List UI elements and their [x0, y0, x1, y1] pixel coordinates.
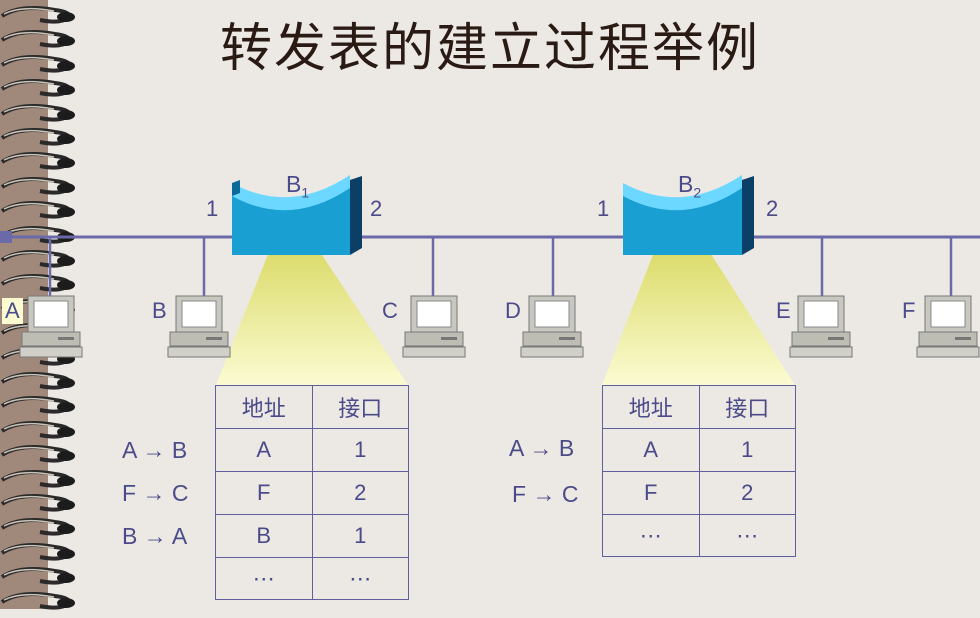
- host-label-e: E: [776, 298, 791, 323]
- spiral-ring: [0, 441, 78, 467]
- table1-frame-2: F → C: [122, 480, 189, 506]
- spiral-ring: [0, 197, 78, 223]
- table1-header-port: 接口: [311, 385, 409, 429]
- computer-f-icon: [916, 295, 980, 358]
- table1-cell: 1: [311, 428, 409, 472]
- bridge-b1: [232, 175, 362, 255]
- spiral-ring: [0, 100, 78, 126]
- table1-cell: A: [215, 428, 313, 472]
- spiral-ring: [0, 173, 78, 199]
- spiral-ring: [0, 51, 78, 77]
- spiral-ring: [0, 124, 78, 150]
- table2-frame-1: A → B: [509, 435, 575, 461]
- bridge1-port-2: 2: [370, 196, 383, 221]
- table2-cell: ⋯: [602, 514, 700, 557]
- spiral-ring: [0, 148, 78, 174]
- table2-cell: F: [602, 471, 700, 515]
- table2-cell: A: [602, 428, 700, 472]
- bridge-b2: [623, 175, 754, 255]
- page-title: 转发表的建立过程举例: [219, 19, 760, 79]
- table2-cell: ⋯: [698, 514, 796, 557]
- computer-c-icon: [402, 295, 466, 358]
- table1-frame-3: B → A: [122, 523, 188, 549]
- table1-cell: 2: [311, 471, 409, 515]
- computer-d-icon: [520, 295, 584, 358]
- spiral-ring: [0, 75, 78, 101]
- table2-header-port: 接口: [698, 385, 796, 429]
- spiral-ring: [0, 514, 78, 540]
- table1-cell: ⋯: [215, 557, 313, 600]
- spiral-ring: [0, 246, 78, 272]
- table1-header-address: 地址: [215, 385, 313, 429]
- spiral-ring: [0, 539, 78, 565]
- table1-cell: B: [215, 514, 313, 558]
- table1-cell: F: [215, 471, 313, 515]
- spiral-ring: [0, 2, 78, 28]
- host-label-d: D: [505, 298, 521, 323]
- spiral-ring: [0, 417, 78, 443]
- table1-cell: 1: [311, 514, 409, 558]
- spiral-ring: [0, 368, 78, 394]
- bridge2-beam: [602, 237, 795, 385]
- bridge2-port-1: 1: [597, 196, 610, 221]
- spiral-ring: [0, 563, 78, 589]
- computer-a-icon: [19, 295, 83, 358]
- computer-e-icon: [789, 295, 853, 358]
- bridge2-label: B2: [678, 171, 702, 201]
- table2-cell: 2: [698, 471, 796, 515]
- table2-header-address: 地址: [602, 385, 700, 429]
- host-label-b: B: [152, 298, 167, 323]
- host-label-c: C: [382, 298, 398, 323]
- table1-cell: ⋯: [311, 557, 409, 600]
- bridge1-label: B1: [286, 171, 310, 201]
- table2-frame-2: F → C: [512, 481, 579, 507]
- bus-end-left: [0, 231, 12, 243]
- table2-cell: 1: [698, 428, 796, 472]
- bridge1-beam: [216, 237, 408, 385]
- table1-frame-1: A → B: [122, 437, 188, 463]
- host-label-a: A: [2, 298, 23, 324]
- bridge1-port-1: 1: [206, 196, 219, 221]
- computer-b-icon: [167, 295, 231, 358]
- host-label-f: F: [902, 298, 916, 323]
- spiral-ring: [0, 490, 78, 516]
- spiral-ring: [0, 392, 78, 418]
- spiral-ring: [0, 588, 78, 614]
- bridge2-port-2: 2: [766, 196, 779, 221]
- spiral-ring: [0, 466, 78, 492]
- spiral-ring: [0, 26, 78, 52]
